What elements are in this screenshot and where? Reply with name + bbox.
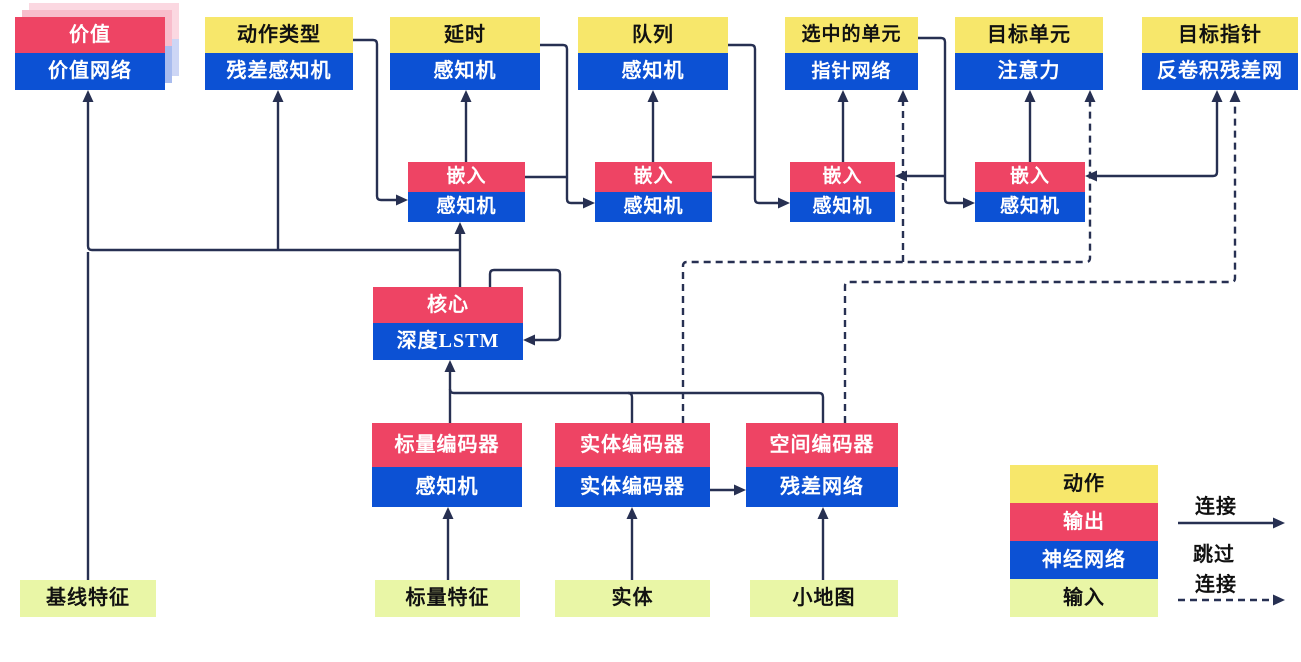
node-entity-encoder: 实体编码器实体编码器 [555, 423, 710, 507]
node-spatial-encoder-bottom-label: 残差网络 [746, 467, 898, 507]
legend-item-input: 输入 [1010, 579, 1158, 617]
node-action-type-top-label: 动作类型 [205, 17, 353, 53]
node-embed-1-bottom-label: 感知机 [408, 192, 525, 222]
node-entity-encoder-bottom-label: 实体编码器 [555, 467, 710, 507]
legend-item-action: 动作 [1010, 465, 1158, 503]
node-value-top-label: 价值 [15, 17, 165, 53]
node-target-point-top-label: 目标指针 [1142, 17, 1298, 53]
legend-color-key: 动作输出神经网络输入 [1010, 465, 1158, 617]
node-scalar-encoder-top-label: 标量编码器 [372, 423, 522, 467]
node-target-unit: 目标单元注意力 [955, 17, 1103, 90]
node-embed-2-top-label: 嵌入 [595, 162, 712, 192]
input-entities: 实体 [555, 580, 710, 617]
node-target-unit-top-label: 目标单元 [955, 17, 1103, 53]
node-spatial-encoder-top-label: 空间编码器 [746, 423, 898, 467]
node-target-unit-bottom-label: 注意力 [955, 53, 1103, 90]
legend-connect-label: 连接 [1195, 496, 1237, 518]
node-selected-units-top-label: 选中的单元 [785, 17, 918, 53]
edge-embed-4-to-target-point-connection [1085, 90, 1223, 182]
node-embed-4-bottom-label: 感知机 [975, 192, 1085, 222]
node-spatial-encoder: 空间编码器残差网络 [746, 423, 898, 507]
node-entity-encoder-top-label: 实体编码器 [555, 423, 710, 467]
node-embed-3-bottom-label: 感知机 [790, 192, 895, 222]
edge-delay-to-embed-2-connection [540, 43, 595, 209]
edge-lstm-self-loop-connection [488, 268, 562, 346]
edge-skip-entity-to-target-unit-skip-connection [681, 90, 1096, 423]
legend-skip-label-line1: 跳过 [1193, 544, 1235, 566]
edge-entity-collector-stub-connection [627, 391, 634, 423]
node-scalar-encoder: 标量编码器感知机 [372, 423, 522, 507]
node-target-point: 目标指针反卷积残差网 [1142, 17, 1298, 90]
edge-spatial-collector-connection [448, 388, 825, 423]
node-delay-bottom-label: 感知机 [390, 53, 540, 90]
edge-core-to-value-network-connection [82, 90, 460, 252]
node-core-bottom-label: 深度LSTM [373, 323, 523, 360]
node-delay: 延时感知机 [390, 17, 540, 90]
node-queued-bottom-label: 感知机 [578, 53, 728, 90]
legend-item-neural-network: 神经网络 [1010, 541, 1158, 579]
node-action-type: 动作类型残差感知机 [205, 17, 353, 90]
legend-skip-label-line2: 连接 [1195, 574, 1237, 596]
node-core-top-label: 核心 [373, 287, 523, 323]
edge-selected-units-to-embed-4-connection [918, 36, 975, 209]
node-action-type-bottom-label: 残差感知机 [205, 53, 353, 90]
node-value-bottom-label: 价值网络 [15, 53, 165, 90]
node-target-point-bottom-label: 反卷积残差网 [1142, 53, 1298, 90]
input-scalar-features: 标量特征 [375, 580, 520, 617]
node-embed-3-top-label: 嵌入 [790, 162, 895, 192]
node-queued: 队列感知机 [578, 17, 728, 90]
node-embed-1-top-label: 嵌入 [408, 162, 525, 192]
node-embed-1: 嵌入感知机 [408, 162, 525, 222]
node-delay-top-label: 延时 [390, 17, 540, 53]
node-embed-4: 嵌入感知机 [975, 162, 1085, 222]
node-embed-3: 嵌入感知机 [790, 162, 895, 222]
node-value: 价值价值网络 [15, 17, 165, 90]
edge-action-type-to-embed-1-connection [353, 38, 408, 206]
legend-item-output: 输出 [1010, 503, 1158, 541]
node-selected-units: 选中的单元指针网络 [785, 17, 918, 90]
edge-skip-spatial-to-deconv-resnet-skip-connection [843, 90, 1241, 423]
node-queued-top-label: 队列 [578, 17, 728, 53]
node-core: 核心深度LSTM [373, 287, 523, 360]
input-baseline-features: 基线特征 [20, 580, 156, 617]
node-selected-units-bottom-label: 指针网络 [785, 53, 918, 90]
node-embed-2: 嵌入感知机 [595, 162, 712, 222]
node-embed-2-bottom-label: 感知机 [595, 192, 712, 222]
edge-queued-to-embed-3-connection [728, 43, 790, 209]
input-minimap: 小地图 [750, 580, 898, 617]
node-scalar-encoder-bottom-label: 感知机 [372, 467, 522, 507]
node-embed-4-top-label: 嵌入 [975, 162, 1085, 192]
